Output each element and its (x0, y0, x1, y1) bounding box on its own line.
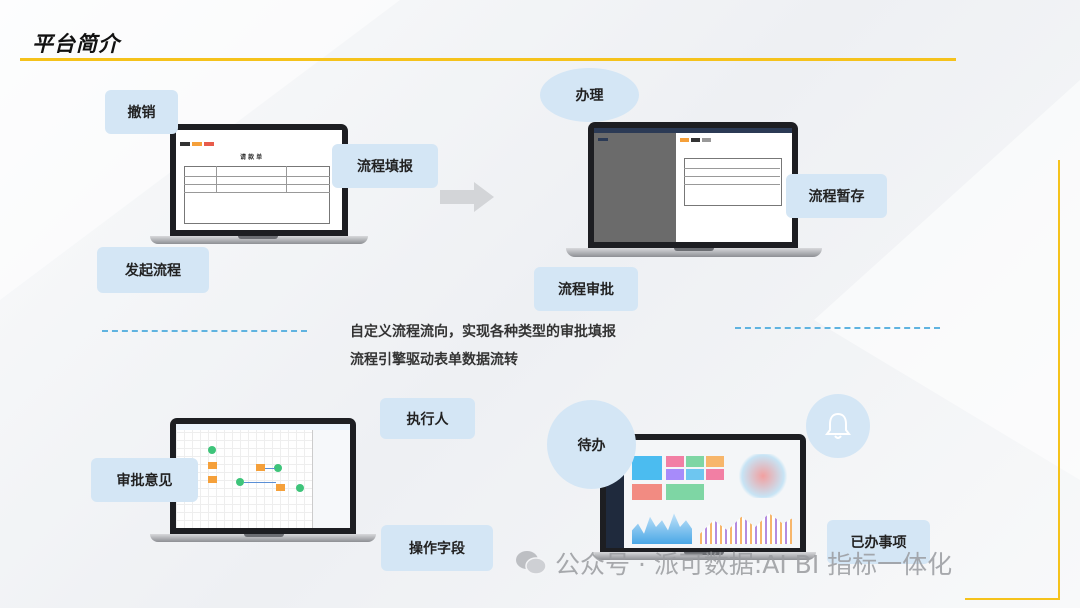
divider-right (735, 327, 940, 329)
bell-badge (806, 394, 870, 458)
arrow-right-icon (440, 182, 494, 212)
frame-line (965, 598, 1060, 600)
bell-icon (825, 412, 851, 439)
page-title: 平台简介 (32, 32, 120, 56)
designer-screen (176, 424, 350, 528)
tag-cancel: 撤销 (105, 90, 178, 134)
tag-approve-flow: 流程审批 (534, 267, 638, 311)
watermark: 公众号 · 派可数据:AI BI 指标一体化 (515, 545, 952, 581)
tag-handle: 办理 (540, 68, 639, 122)
tag-start-flow: 发起流程 (97, 247, 209, 293)
laptop-approval (566, 122, 826, 262)
tag-todo: 待办 (547, 400, 636, 489)
frame-line (1058, 160, 1060, 600)
center-text-line2: 流程引擎驱动表单数据流转 (350, 352, 518, 368)
tag-done: 已办事项 (827, 520, 930, 564)
dashboard-screen (606, 440, 800, 548)
tag-opinion: 审批意见 (91, 458, 198, 502)
watermark-text: 公众号 · 派可数据:AI BI 指标一体化 (555, 550, 953, 579)
tag-field-op: 操作字段 (381, 525, 493, 571)
approval-screen (594, 128, 792, 242)
divider-left (102, 330, 307, 332)
form-screen: 请 款 单 (176, 130, 342, 230)
tag-executor: 执行人 (380, 398, 475, 439)
tag-save-temp: 流程暂存 (786, 174, 887, 218)
laptop-form: 请 款 单 (150, 124, 370, 248)
title-underline (20, 58, 956, 61)
wechat-icon (516, 551, 547, 575)
center-text-line1: 自定义流程流向，实现各种类型的审批填报 (350, 324, 616, 340)
tag-fill-flow: 流程填报 (332, 144, 438, 188)
laptop-designer (150, 418, 380, 548)
form-title: 请 款 单 (240, 154, 263, 161)
